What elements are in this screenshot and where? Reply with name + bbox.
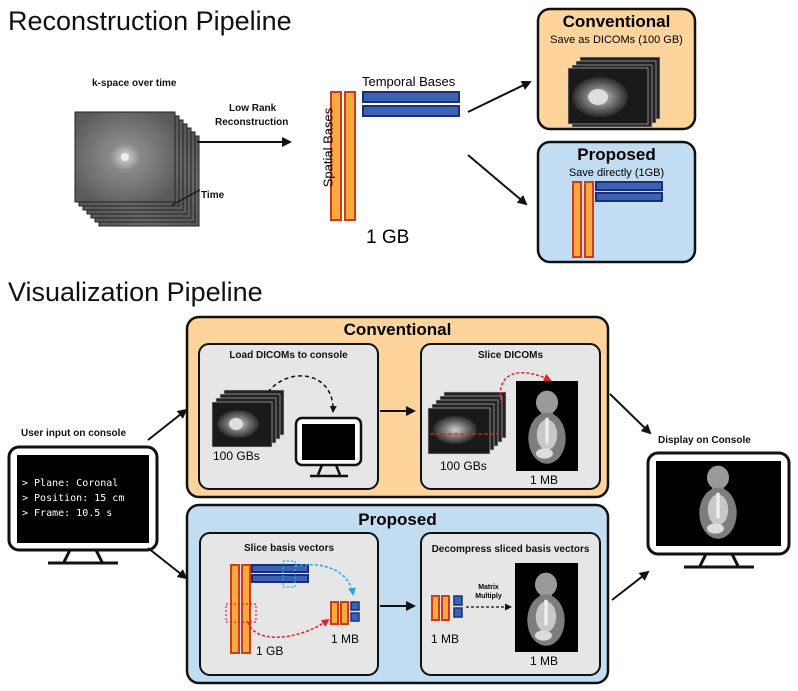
lowrank-label-1: Low Rank — [229, 103, 277, 114]
decompress-bases — [431, 595, 463, 621]
sliced-bases-small — [330, 601, 360, 625]
temporal-bases — [362, 91, 460, 117]
time-axis-line — [171, 189, 201, 206]
slice-basis-in-size: 1 GB — [256, 644, 284, 658]
arrow-console-to-conventional — [147, 408, 188, 441]
spatial-bases-label: Spatial Bases — [320, 107, 336, 188]
slice-dicoms-title: Slice DICOMs — [477, 350, 544, 361]
display-label: Display on Console — [658, 435, 751, 446]
console-text: > Plane: Coronal > Position: 15 cm > Fra… — [22, 476, 124, 521]
spatial-slice-arrow — [247, 618, 330, 638]
console-line-frame: > Frame: 10.5 s — [22, 508, 113, 519]
temporal-slice-marker — [282, 560, 296, 588]
arrow-to-conventional-save — [467, 80, 532, 113]
lowrank-label-2: Reconstruction — [215, 117, 289, 128]
dicom-stack-slice — [427, 391, 507, 455]
proposed-save-subtitle: Save directly (1GB) — [568, 167, 665, 179]
temporal-slice-arrow — [294, 564, 357, 596]
reconstruction-title: Reconstruction Pipeline — [8, 6, 292, 36]
coronal-image-decompress — [515, 563, 578, 652]
arrow-proposed-to-display — [611, 570, 650, 601]
coronal-image-slice — [516, 381, 578, 471]
slice-red-arrow — [499, 371, 552, 406]
slice-stack-size-label: 100 GBs — [440, 459, 487, 473]
matrix-label-1: Matrix — [478, 584, 499, 591]
proposed-save-title: Proposed — [577, 145, 656, 164]
user-input-label: User input on console — [21, 428, 127, 439]
kspace-stack — [74, 111, 200, 227]
small-monitor — [294, 416, 363, 478]
slice-basis-title: Slice basis vectors — [243, 543, 335, 554]
load-size-label: 100 GBs — [213, 449, 260, 463]
size-1gb-label: 1 GB — [366, 227, 410, 248]
arrow-to-proposed-save — [467, 154, 528, 206]
time-label: Time — [201, 190, 225, 201]
matrix-label-2: Multiply — [475, 593, 502, 600]
arrow-conventional-to-display — [609, 393, 652, 435]
kspace-label: k-space over time — [92, 78, 177, 89]
slice-out-size-label: 1 MB — [530, 473, 559, 487]
proposed-vis-title: Proposed — [358, 510, 437, 529]
slice-basis-out-size: 1 MB — [331, 632, 360, 646]
spatial-bases — [330, 91, 356, 221]
dicom-stack-load — [211, 389, 285, 448]
temporal-bases-label: Temporal Bases — [362, 74, 456, 89]
console-monitor — [7, 445, 159, 565]
decompress-title: Decompress sliced basis vectors — [431, 544, 590, 555]
dicom-stack-top — [567, 56, 661, 128]
display-monitor — [646, 451, 791, 569]
console-line-position: > Position: 15 cm — [22, 493, 125, 504]
conventional-vis-title: Conventional — [343, 320, 452, 339]
proposed-full-bases — [230, 564, 309, 654]
console-line-plane: > Plane: Coronal — [22, 478, 119, 489]
load-dicoms-title: Load DICOMs to console — [229, 350, 348, 361]
arrow-console-to-proposed — [147, 547, 188, 580]
decompress-in-size: 1 MB — [431, 632, 460, 646]
load-dashed-arrow — [267, 375, 337, 413]
proposed-save-bases — [572, 181, 663, 258]
conventional-save-subtitle: Save as DICOMs (100 GB) — [550, 34, 683, 46]
decompress-out-size: 1 MB — [530, 654, 559, 668]
conventional-save-title: Conventional — [562, 12, 671, 31]
visualization-title: Visualization Pipeline — [8, 277, 263, 307]
